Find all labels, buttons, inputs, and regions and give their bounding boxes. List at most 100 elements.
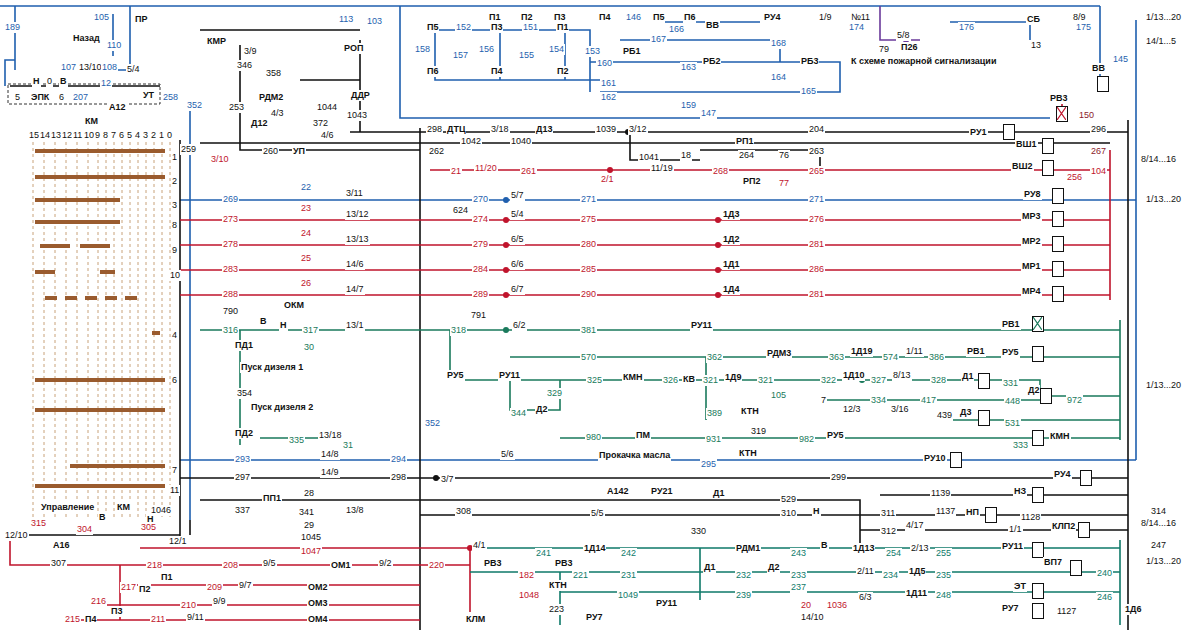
device-label: КТН (548, 580, 568, 591)
wire-number: 211 (150, 614, 166, 625)
wire-number: 352 (186, 100, 203, 111)
junction-dot (715, 292, 721, 298)
coil-label: РУ11 (1001, 541, 1024, 552)
wire-number: 189 (4, 22, 21, 33)
wire-number: 1/13...20 (1145, 380, 1182, 391)
device-label: П4 (490, 66, 503, 77)
wire-number: 5 (14, 92, 21, 103)
device-label: РУ11 (498, 370, 521, 381)
wire-number: 239 (735, 590, 752, 601)
device-label: КМ (84, 116, 99, 127)
device-label: РБ2 (702, 56, 721, 67)
wire-number: 4/6 (320, 130, 335, 141)
wire-number: 3 (171, 200, 178, 211)
wire-number: 358 (265, 68, 282, 79)
device-label: П6 (683, 12, 696, 23)
relay-coil: РУ8 (1052, 188, 1064, 204)
coil-label: НЗ (1013, 486, 1027, 497)
wire-number: 26 (300, 278, 312, 289)
wire-number: 980 (585, 432, 602, 443)
wire-number: 283 (222, 264, 239, 275)
wire-number: 325 (586, 375, 603, 386)
controller-bar (100, 270, 115, 274)
wire-number: 5/4 (126, 64, 141, 75)
device-label: РВ3 (554, 558, 574, 569)
wire-number: 6/2 (512, 320, 527, 331)
relay-coil: РВ3 (1056, 106, 1068, 122)
wire-number: 1/1 (1008, 524, 1023, 535)
wire-number: 253 (228, 102, 245, 113)
relay-coil: Д3 (978, 410, 990, 426)
device-label: ПД1 (234, 340, 254, 351)
wire-number: 79 (878, 44, 890, 55)
device-label: РБ3 (800, 56, 819, 67)
wire-number: 162 (600, 92, 617, 103)
wire-number: 280 (580, 239, 597, 250)
wire-number: 346 (236, 60, 253, 71)
device-label: КТН (738, 448, 758, 459)
wire-number: 165 (800, 86, 817, 97)
relay-coil: ВВ (1097, 76, 1109, 92)
wire-number: 7 (820, 395, 827, 406)
controller-track (33, 142, 170, 520)
wire-number: 311 (880, 508, 896, 519)
device-label: 1Д4 (722, 284, 740, 295)
device-label: ОМ4 (307, 614, 329, 625)
wire-number: 6/3 (858, 592, 873, 603)
wire-number: 30 (303, 342, 315, 353)
wire-number: 6/6 (510, 259, 525, 270)
wire-number: 216 (90, 596, 107, 607)
device-label: Управление (40, 502, 95, 513)
device-label: 1Д10 (842, 370, 865, 381)
wire-number: 234 (882, 570, 899, 581)
wire-number: 1128 (1020, 512, 1041, 523)
wire-number: 262 (428, 146, 445, 157)
wire-number: 315 (30, 518, 47, 529)
wire-number: 3/16 (890, 404, 910, 415)
wire-number: 254 (885, 548, 902, 559)
wire (10, 100, 1110, 620)
wire-number: 215 (64, 614, 81, 625)
coil-label: ВШ2 (1011, 161, 1034, 172)
junction-dot (715, 217, 721, 223)
wire-number: 208 (222, 560, 239, 571)
wire-number: 1042 (460, 136, 482, 147)
device-label: РБ1 (622, 46, 641, 57)
wire-number: 13/13 (345, 234, 370, 245)
wire-number: 145 (1112, 54, 1129, 65)
wire-number: 9/5 (262, 558, 277, 569)
controller-bar (40, 244, 70, 248)
relay-coil: ЭТ (1032, 583, 1044, 599)
device-label: КЛМ (465, 614, 486, 625)
wire-number: 289 (472, 289, 489, 300)
wire-number: 231 (620, 570, 637, 581)
wire-number: 1/13...20 (1145, 556, 1182, 567)
wire-number: 14/6 (345, 259, 365, 270)
wire-number: 154 (548, 44, 565, 55)
device-label: 1Д13 (852, 543, 875, 554)
device-label: 1Д9 (724, 372, 742, 383)
wire-number: 204 (808, 124, 825, 135)
wire-number: 1048 (518, 590, 540, 601)
wire-number: 4/17 (905, 520, 925, 531)
wire-number: 29 (303, 520, 315, 531)
wire-number: 5/8 (896, 30, 911, 41)
controller-bar (80, 244, 110, 248)
wire-number: 260 (262, 146, 279, 157)
wire-number: 110 (106, 40, 122, 51)
device-label: РУ21 (650, 486, 674, 497)
wire-number: 14/9 (320, 467, 340, 478)
coil-label: КЛП2 (1051, 521, 1076, 532)
wire-number: 209 (206, 582, 223, 593)
wire-number: 10 (169, 270, 181, 281)
controller-bar (152, 331, 160, 335)
wire-number: 321 (757, 375, 774, 386)
device-label: 1Д11 (905, 588, 928, 599)
wire-number: 2/11 (856, 566, 875, 577)
device-label: ОМ3 (307, 598, 329, 609)
wire-number: 107 (60, 62, 77, 73)
controller-bar (35, 149, 165, 153)
device-label: П6 (426, 66, 439, 77)
device-label: А12 (108, 102, 127, 113)
wire-number: 105 (770, 390, 787, 401)
